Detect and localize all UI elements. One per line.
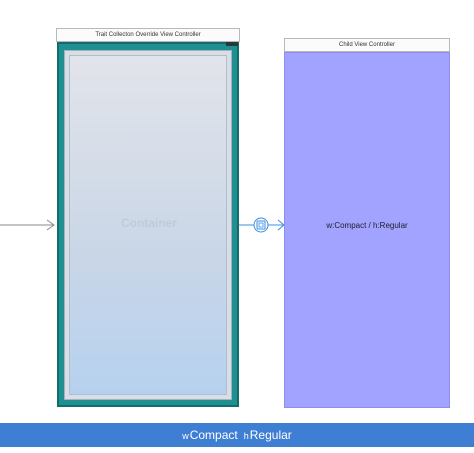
trait-override-root-view[interactable]: Container (57, 42, 239, 407)
embed-segue-icon (253, 217, 269, 233)
scene-title-child[interactable]: Child View Controller (284, 38, 450, 52)
width-prefix: w (182, 431, 189, 441)
container-view[interactable]: Container (64, 50, 232, 400)
status-bar-stub (226, 42, 238, 46)
container-view-inner: Container (69, 55, 227, 395)
height-size-class[interactable]: Regular (249, 428, 292, 442)
child-view-controller-scene[interactable]: Child View Controller w:Compact / h:Regu… (284, 38, 450, 408)
embed-segue-arrow[interactable] (239, 216, 289, 234)
scene-title-trait-override[interactable]: Trait Collecton Override View Controller (56, 28, 240, 42)
initial-view-controller-arrow-icon[interactable] (0, 219, 58, 231)
trait-override-scene[interactable]: Trait Collecton Override View Controller… (56, 28, 240, 408)
size-class-label: w:Compact / h:Regular (326, 221, 408, 230)
container-label: Container (120, 216, 177, 230)
child-root-view[interactable]: w:Compact / h:Regular (284, 52, 450, 408)
height-prefix: h (243, 431, 249, 441)
size-class-bar[interactable]: wCompact hRegular (0, 423, 474, 447)
width-size-class[interactable]: Compact (189, 428, 238, 442)
